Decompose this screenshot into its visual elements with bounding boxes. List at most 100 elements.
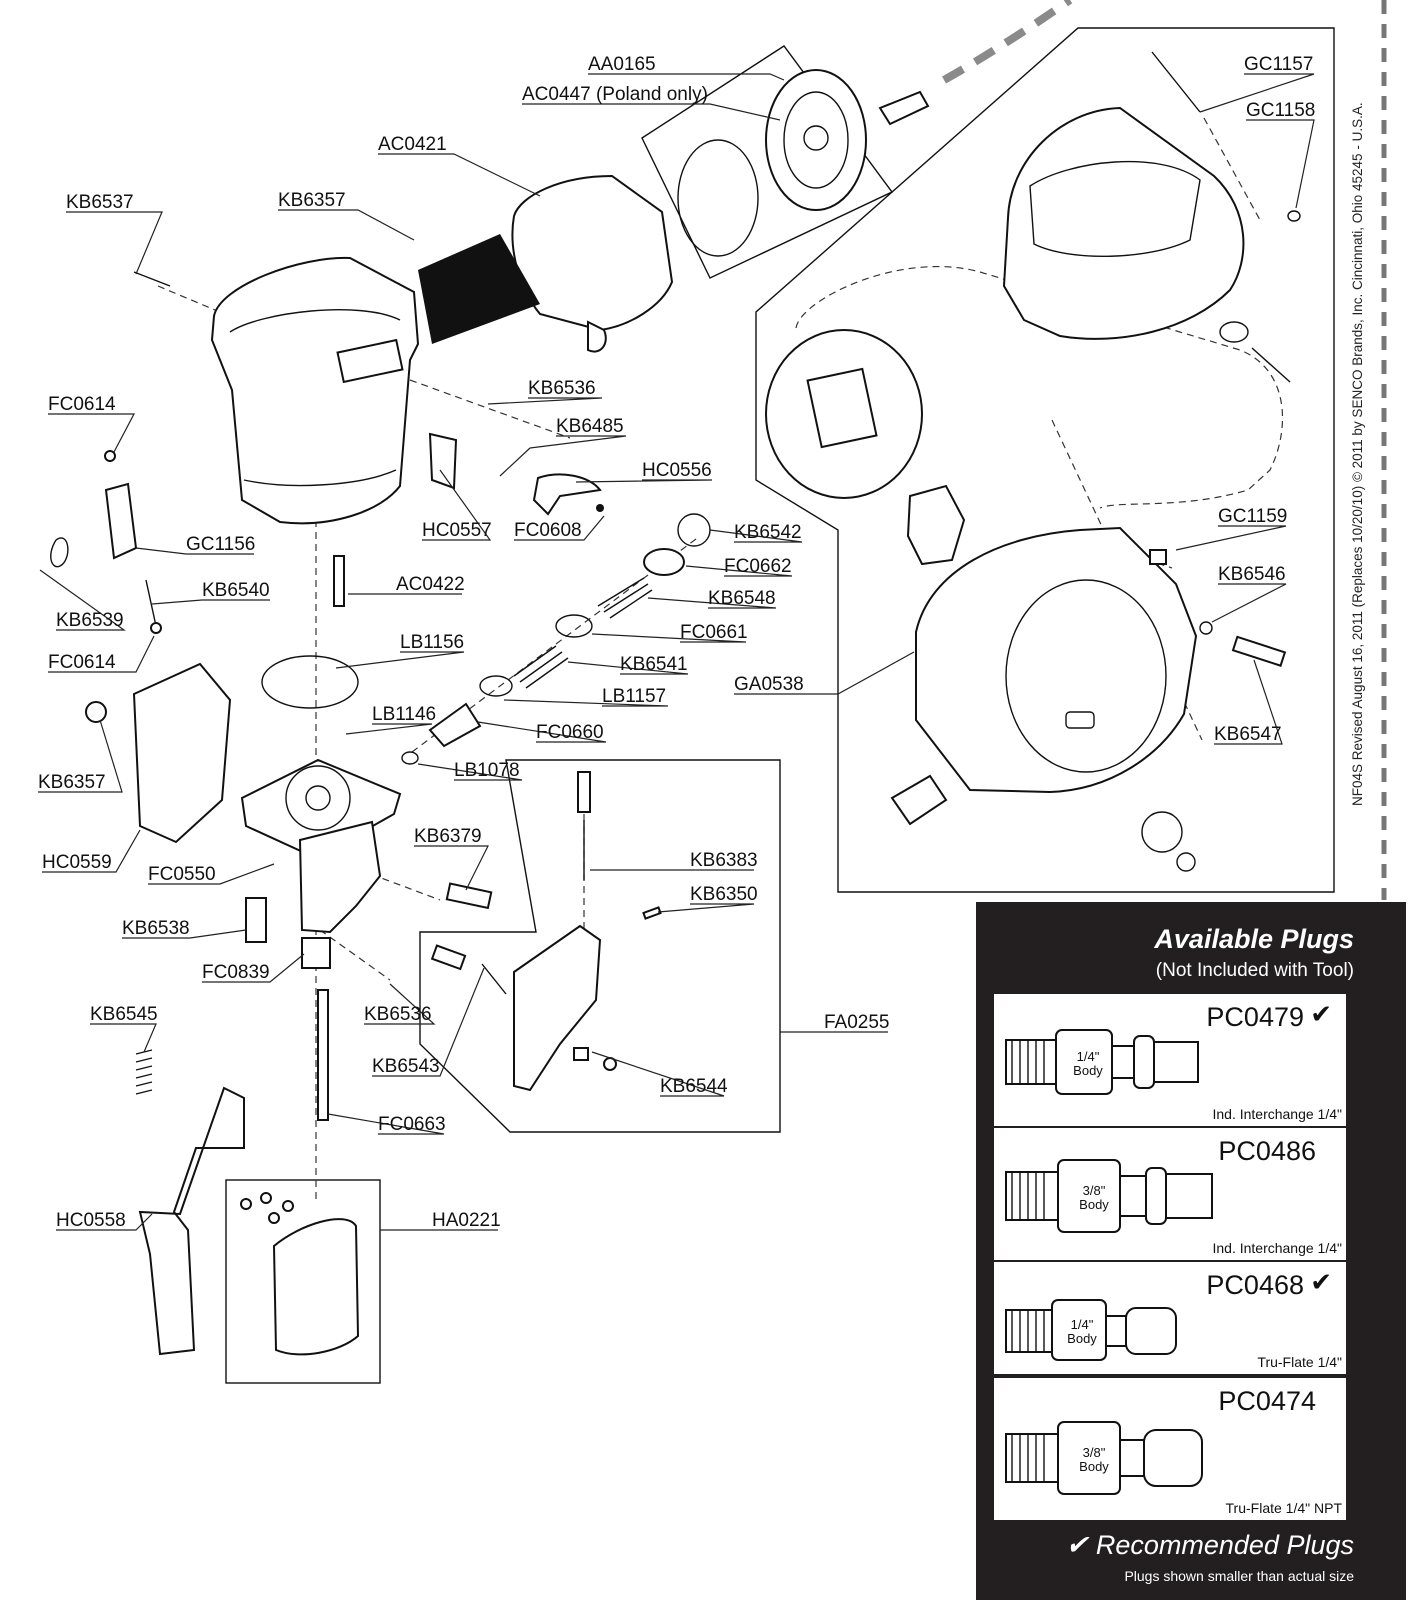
callout-fc0550: FC0550 [148,864,216,885]
plug-body-label: 1/4" Body [1073,1049,1103,1078]
callout-gc1156: GC1156 [186,534,255,555]
plug-illustration [1005,1029,1199,1095]
callout-aa0165: AA0165 [588,54,656,75]
callout-kb6536-bottom: KB6536 [364,1004,432,1025]
callout-kb6545: KB6545 [90,1004,158,1025]
plug-type: Tru-Flate 1/4" [1257,1354,1342,1370]
callout-kb6541: KB6541 [620,654,688,675]
callout-fc0614-bottom: FC0614 [48,652,116,673]
callout-ac0422: AC0422 [396,574,465,595]
callout-fc0662: FC0662 [724,556,792,577]
callout-ga0538: GA0538 [734,674,804,695]
tool-hc0221 [272,1218,360,1356]
trigger-body-fa0255 [513,924,602,1092]
magazine-cover-hc0559 [132,662,232,844]
callout-lb1078: LB1078 [454,760,520,781]
callout-kb6546: KB6546 [1218,564,1286,585]
callout-ac0447: AC0447 (Poland only) [522,84,708,105]
callout-fc0608: FC0608 [514,520,582,541]
air-inlet-fitting [878,90,930,126]
callout-kb6540: KB6540 [202,580,270,601]
callout-hc0558: HC0558 [56,1210,126,1231]
revision-note-text: NF04S Revised August 16, 2011 (Replaces … [1350,102,1365,806]
trigger-assembly-box [419,759,781,1133]
plug-connector-dashes [1381,0,1387,900]
callout-lb1156: LB1156 [400,632,464,653]
plug-body-label: 3/8" Body [1079,1445,1109,1474]
housing-kb [210,256,420,525]
trigger-hc0556 [532,473,602,516]
plug-illustration [1005,1421,1203,1495]
o-ring-aa0165 [677,139,759,257]
plug-code: PC0474 [1218,1386,1316,1416]
callout-kb6542: KB6542 [734,522,802,543]
spring-kb6541 [513,645,569,689]
plug-card-pc0474: PC0474 3/8" Body Tru-Flate 1/4" NPT [994,1378,1346,1520]
callout-lb1146: LB1146 [372,704,436,725]
size-note: Plugs shown smaller than actual size [1124,1568,1354,1584]
callout-kb6536-top: KB6536 [528,378,596,399]
callout-kb6539: KB6539 [56,610,124,631]
latch-gc1156 [104,482,138,560]
callout-lb1157: LB1157 [602,686,666,707]
callout-gc1158: GC1158 [1246,100,1315,121]
tool-kit-box [225,1179,381,1384]
plug-type: Ind. Interchange 1/4" [1212,1106,1342,1122]
callout-kb6543: KB6543 [372,1056,440,1077]
callout-kb6350: KB6350 [690,884,758,905]
callout-hc0559: HC0559 [42,852,112,873]
plug-body-label: 1/4" Body [1067,1317,1097,1346]
recommended-plugs-label: ✔ Recommended Plugs [1065,1530,1354,1560]
callout-fc0839: FC0839 [202,962,270,983]
callout-kb6357-side: KB6357 [38,772,106,793]
valve-fc0660 [428,702,482,748]
plug-illustration [1005,1159,1213,1233]
spring-kb6545 [135,1049,153,1095]
recommended-check-icon: ✔ [1310,1268,1332,1298]
plugs-title: Available Plugs [1154,924,1354,954]
callout-kb6544: KB6544 [660,1076,728,1097]
callout-kb6547: KB6547 [1214,724,1282,745]
callout-ha0221: HA0221 [432,1210,501,1231]
revision-note: NF04S Revised August 16, 2011 (Replaces … [1350,102,1365,806]
callout-fc0661: FC0661 [680,622,748,643]
plug-card-pc0486: PC0486 3/8" Body Ind. Interchange 1/4" [994,1128,1346,1260]
plug-code: PC0468 [1206,1270,1304,1300]
callout-ac0421: AC0421 [378,134,447,155]
cylinder-ga0538 [915,526,1198,794]
callout-kb6537: KB6537 [66,192,134,213]
callout-gc1159: GC1159 [1218,506,1287,527]
feeder-hc0558 [138,1086,245,1356]
available-plugs-panel: Available Plugs (Not Included with Tool)… [976,902,1406,1600]
plug-card-pc0479: PC0479 ✔ 1/4" Body Ind. Interchange 1/4" [994,994,1346,1126]
plugs-subtitle: (Not Included with Tool) [1155,960,1354,981]
plug-type: Ind. Interchange 1/4" [1212,1240,1342,1256]
callout-fc0660: FC0660 [536,722,604,743]
handle-grip [418,234,540,344]
callout-fc0663: FC0663 [378,1114,446,1135]
spring-kb6548 [597,577,653,619]
head-cap-gc1157 [1002,106,1245,340]
callout-fa0255: FA0255 [824,1012,890,1033]
cap-assembly-box [755,27,1335,893]
end-cap [765,69,867,211]
plug-body-label: 3/8" Body [1079,1183,1109,1212]
callout-kb6548: KB6548 [708,588,776,609]
recommended-check-icon: ✔ [1310,1000,1332,1030]
driver-blade-fc0663 [317,989,329,1121]
callout-hc0557: HC0557 [422,520,492,541]
callout-fc0614-top: FC0614 [48,394,116,415]
callout-kb6383: KB6383 [690,850,758,871]
o-ring-lb1156 [261,655,359,709]
plug-code: PC0486 [1218,1136,1316,1166]
plug-illustration [1005,1299,1177,1361]
callout-kb6379: KB6379 [414,826,482,847]
plug-card-pc0468: PC0468 ✔ 1/4" Body Tru-Flate 1/4" [994,1262,1346,1374]
callout-hc0556: HC0556 [642,460,712,481]
cylinder-cap-ac0421 [511,174,674,332]
callout-kb6357-top: KB6357 [278,190,346,211]
callout-kb6538: KB6538 [122,918,190,939]
callout-gc1157: GC1157 [1244,54,1313,75]
callout-kb6485: KB6485 [556,416,624,437]
